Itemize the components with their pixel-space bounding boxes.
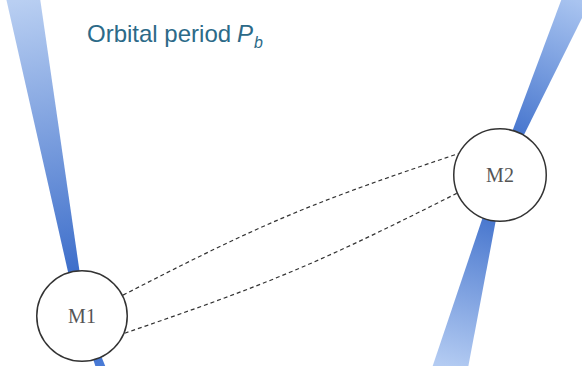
star-circle: M2 [453, 128, 547, 222]
circle-shape [37, 271, 128, 362]
orbit-line [125, 193, 457, 333]
period-subscript: b [254, 34, 263, 51]
title-line: Orbital periodPb [87, 20, 263, 52]
circle-shape [454, 129, 547, 222]
star-label: M2 [486, 164, 514, 187]
star-label: M1 [68, 305, 96, 328]
title: Orbital period [87, 20, 231, 47]
period-symbol: P [237, 20, 253, 47]
star-circle: M1 [36, 270, 128, 362]
orbit-line [123, 154, 458, 295]
beam [6, 0, 86, 316]
